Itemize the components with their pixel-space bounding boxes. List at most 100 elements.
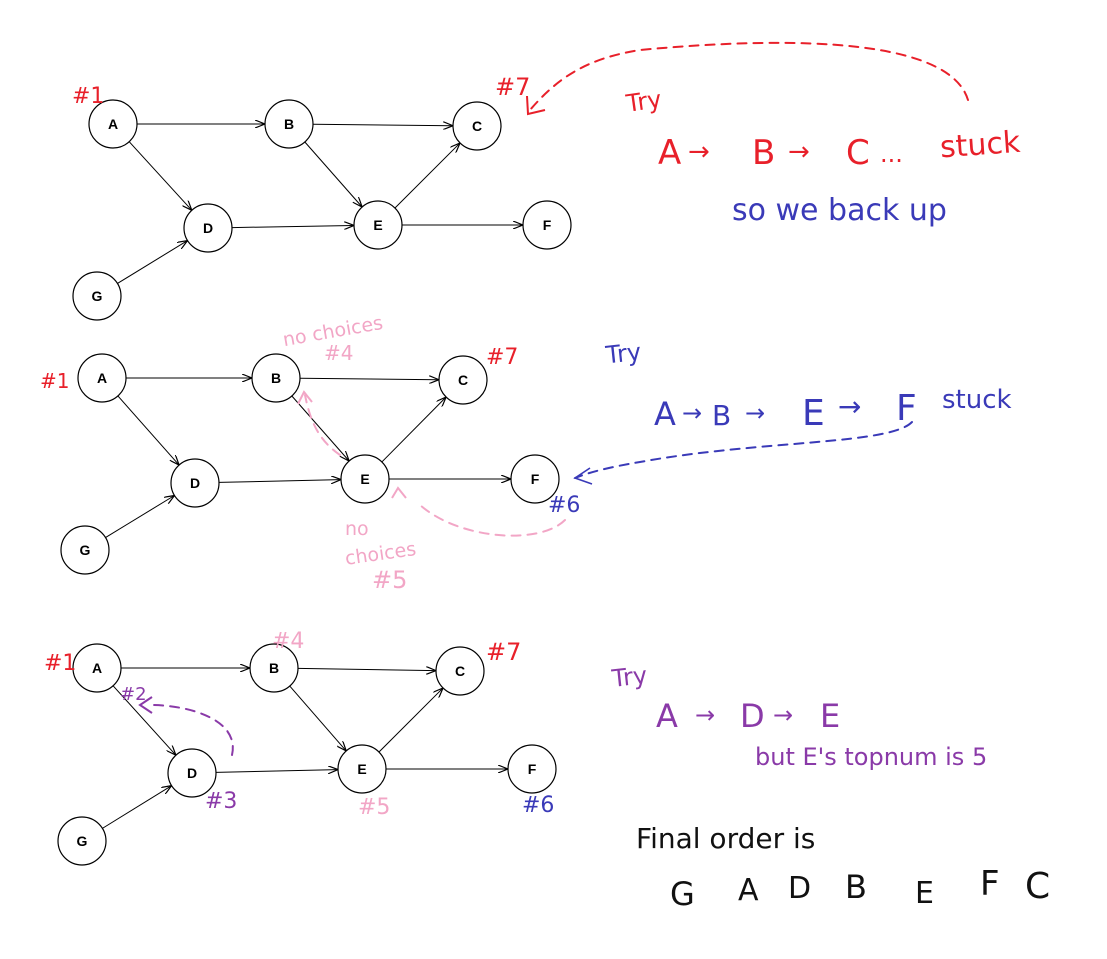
node-label-c: C bbox=[455, 663, 465, 679]
node-label-e: E bbox=[373, 217, 382, 233]
final-order-item: G bbox=[670, 875, 695, 913]
node-label-d: D bbox=[190, 475, 200, 491]
p3-num-d: #3 bbox=[205, 789, 237, 814]
edge-g-d bbox=[102, 786, 170, 829]
edge-b-e bbox=[291, 395, 349, 460]
node-label-e: E bbox=[357, 761, 366, 777]
p1-num-c: #7 bbox=[495, 73, 530, 101]
node-d bbox=[170, 458, 220, 508]
p2-path-b: B bbox=[712, 399, 731, 432]
node-f bbox=[522, 200, 572, 250]
p1-try-label: Try bbox=[623, 85, 663, 118]
edge-g-d bbox=[105, 496, 173, 538]
edge-d-e bbox=[215, 770, 337, 773]
p2-path-a: A bbox=[654, 395, 676, 433]
p2-no-choices-e-3: #5 bbox=[372, 566, 407, 594]
p3-num-c: #7 bbox=[486, 638, 521, 666]
p3-but-note: but E's topnum is 5 bbox=[755, 743, 987, 771]
node-b bbox=[264, 99, 314, 149]
final-order-item: E bbox=[915, 876, 934, 911]
final-order-item: D bbox=[788, 871, 811, 906]
node-label-f: F bbox=[531, 471, 540, 487]
final-order-item: F bbox=[980, 864, 1000, 904]
node-a bbox=[72, 643, 122, 693]
node-label-c: C bbox=[472, 118, 482, 134]
final-order-list: G A D B E F C bbox=[670, 864, 1050, 913]
p2-pink-back-arrowhead-e bbox=[391, 486, 407, 499]
edge-g-d bbox=[117, 241, 186, 284]
node-label-b: B bbox=[271, 370, 281, 386]
edge-a-d bbox=[128, 141, 191, 210]
node-g bbox=[60, 525, 110, 575]
node-c bbox=[435, 646, 485, 696]
edge-b-e bbox=[304, 141, 362, 206]
p2-pink-back-arrowhead-b bbox=[297, 390, 313, 405]
p1-back-arrowhead bbox=[526, 95, 546, 116]
node-label-d: D bbox=[187, 765, 197, 781]
p3-purple-back-arrow bbox=[149, 704, 234, 756]
node-b bbox=[251, 353, 301, 403]
node-label-b: B bbox=[269, 660, 279, 676]
node-label-d: D bbox=[203, 220, 213, 236]
final-order-label: Final order is bbox=[636, 822, 815, 855]
node-label-g: G bbox=[92, 288, 103, 304]
p2-blue-back-arrow bbox=[574, 421, 913, 479]
edge-b-c bbox=[299, 378, 438, 379]
node-a bbox=[88, 99, 138, 149]
node-e bbox=[340, 454, 390, 504]
p2-stuck: stuck bbox=[942, 385, 1012, 415]
edge-a-d bbox=[112, 685, 175, 755]
node-f bbox=[510, 454, 560, 504]
node-label-f: F bbox=[543, 217, 552, 233]
final-order-item: C bbox=[1025, 866, 1050, 907]
p2-arrow-1: → bbox=[682, 399, 702, 427]
p3-num-b: #4 bbox=[272, 629, 304, 654]
node-c bbox=[438, 355, 488, 405]
p3-num-a: #1 bbox=[44, 651, 76, 676]
edge-e-c bbox=[378, 689, 442, 753]
p1-arrow-2: → bbox=[788, 137, 810, 167]
node-label-a: A bbox=[108, 116, 118, 132]
p1-ellipsis: ... bbox=[880, 140, 903, 168]
p3-num-f: #6 bbox=[522, 793, 554, 818]
node-label-f: F bbox=[528, 761, 537, 777]
edge-b-c bbox=[312, 124, 452, 125]
node-label-e: E bbox=[360, 471, 369, 487]
p2-no-choices-e-1: no bbox=[345, 518, 369, 540]
node-e bbox=[337, 744, 387, 794]
p1-path-c: C bbox=[846, 133, 870, 173]
node-label-c: C bbox=[458, 372, 468, 388]
p3-path-e: E bbox=[820, 697, 840, 735]
edge-d-e bbox=[231, 225, 353, 227]
p2-arrow-2: → bbox=[745, 399, 765, 427]
edge-d-e bbox=[218, 480, 340, 483]
node-a bbox=[77, 353, 127, 403]
p2-num-c: #7 bbox=[486, 345, 518, 370]
node-g bbox=[57, 816, 107, 866]
p2-try-label: Try bbox=[604, 338, 643, 370]
p2-no-choices-b-2: #4 bbox=[324, 341, 353, 365]
p3-arrow-1: → bbox=[695, 701, 715, 729]
p1-arrow-1: → bbox=[688, 137, 710, 167]
node-d bbox=[167, 748, 217, 798]
p3-num-a2: #2 bbox=[120, 684, 147, 705]
p3-path-a: A bbox=[656, 697, 678, 735]
p2-no-choices-e-2: choices bbox=[344, 538, 418, 570]
node-g bbox=[72, 271, 122, 321]
edge-e-c bbox=[381, 398, 446, 463]
node-d bbox=[183, 203, 233, 253]
p2-pink-back-arrow-e bbox=[419, 504, 566, 537]
p1-backup: so we back up bbox=[732, 193, 947, 228]
p3-arrow-2: → bbox=[773, 701, 793, 729]
p2-blue-back-arrowhead bbox=[573, 467, 593, 485]
p2-path-e: E bbox=[802, 393, 825, 434]
node-c bbox=[452, 101, 502, 151]
final-order-item: A bbox=[738, 873, 759, 908]
p2-pink-back-arrow-b bbox=[304, 394, 341, 456]
final-order-item: B bbox=[845, 868, 867, 906]
node-b bbox=[249, 643, 299, 693]
p3-purple-back-arrowhead bbox=[138, 696, 153, 714]
